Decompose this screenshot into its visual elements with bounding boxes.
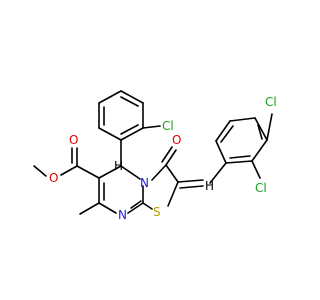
bond bbox=[215, 120, 231, 142]
bond bbox=[130, 200, 142, 209]
sulfur-atom: S bbox=[153, 205, 161, 219]
bond bbox=[142, 202, 153, 210]
bond bbox=[98, 127, 122, 141]
atom-labels: Cl Cl Cl O O O N N S H H bbox=[49, 95, 277, 222]
bond bbox=[257, 124, 263, 140]
hydrogen-atom: H bbox=[114, 159, 123, 173]
bond bbox=[142, 125, 161, 129]
bond bbox=[215, 140, 227, 164]
bond bbox=[76, 165, 100, 179]
bond bbox=[229, 155, 251, 159]
bond-group bbox=[33, 90, 273, 215]
bond bbox=[165, 164, 179, 183]
bond bbox=[33, 165, 47, 177]
bond bbox=[151, 164, 167, 181]
bond bbox=[266, 113, 273, 141]
bond bbox=[120, 127, 144, 141]
hydrogen-atom: H bbox=[205, 179, 214, 193]
bond bbox=[127, 202, 144, 214]
nitrogen-atom: N bbox=[140, 176, 149, 190]
chemical-structure-diagram: Cl Cl Cl O O O N N S H H bbox=[33, 90, 277, 222]
bond bbox=[120, 90, 144, 104]
bond bbox=[229, 117, 256, 122]
bond bbox=[60, 165, 78, 176]
bond bbox=[251, 139, 268, 162]
bond bbox=[79, 202, 100, 215]
bond bbox=[120, 96, 139, 107]
bond bbox=[120, 165, 141, 180]
nitrogen-atom: N bbox=[118, 208, 127, 222]
oxygen-atom: O bbox=[49, 171, 58, 185]
bond bbox=[251, 160, 261, 179]
bond bbox=[220, 125, 234, 143]
chlorine-atom: Cl bbox=[255, 181, 267, 195]
bond bbox=[98, 202, 117, 214]
chlorine-atom: Cl bbox=[265, 95, 277, 109]
bond bbox=[161, 146, 173, 163]
bond bbox=[165, 149, 177, 166]
bond bbox=[167, 181, 179, 207]
bond bbox=[177, 179, 204, 183]
bond bbox=[98, 165, 122, 179]
bond bbox=[179, 185, 204, 189]
oxygen-atom: O bbox=[172, 133, 181, 147]
bond bbox=[254, 117, 268, 141]
bond bbox=[120, 124, 139, 135]
chlorine-atom: Cl bbox=[162, 119, 174, 133]
bond bbox=[98, 90, 122, 104]
oxygen-atom: O bbox=[69, 133, 78, 147]
bond bbox=[209, 162, 227, 184]
bond bbox=[225, 160, 253, 164]
